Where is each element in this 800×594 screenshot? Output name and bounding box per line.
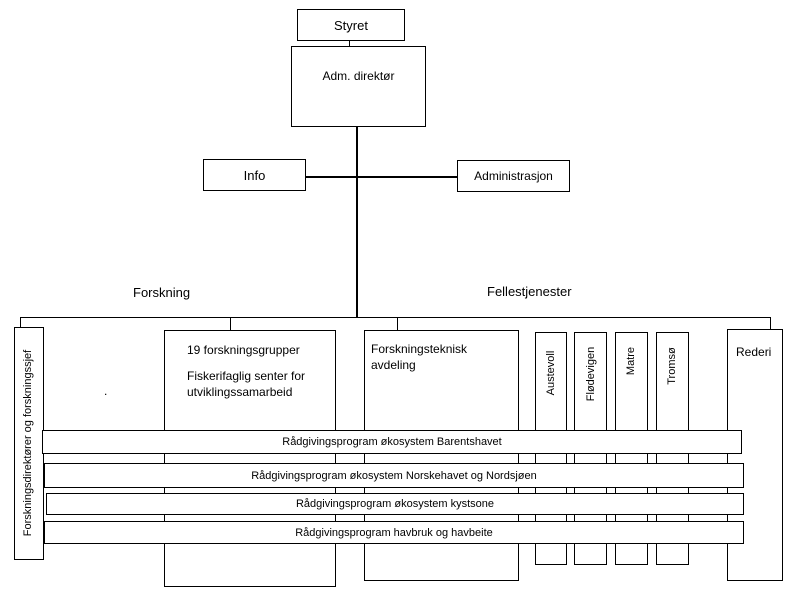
stray-dot: .	[104, 384, 108, 398]
rederi-label: Rederi	[736, 345, 772, 359]
administration-label: Administrasjon	[474, 169, 553, 183]
fisheries-center-label: Fiskerifaglig senter for utviklingssamar…	[187, 369, 306, 399]
technical-dept-label: Forskningsteknisk avdeling	[371, 342, 468, 372]
tromso-label: Tromsø	[666, 347, 678, 385]
program-label: Rådgivingsprogram økosystem kystsone	[295, 498, 495, 510]
research-directors-label: Forskningsdirektører og forskningssjef	[22, 349, 34, 537]
info-box: Info	[203, 159, 306, 191]
section-shared-services-label: Fellestjenester	[487, 284, 572, 299]
program-label: Rådgivingsprogram havbruk og havbeite	[295, 526, 493, 539]
ceo-label: Adm. direktør	[322, 69, 395, 83]
program-label: Rådgivingsprogram økosystem Barentshavet	[282, 436, 502, 448]
program-band: Rådgivingsprogram havbruk og havbeite	[44, 521, 744, 544]
drop-research-directors	[20, 317, 21, 329]
program-band: Rådgivingsprogram økosystem kystsone	[46, 493, 744, 515]
program-band: Rådgivingsprogram økosystem Norskehavet …	[44, 463, 744, 488]
program-label: Rådgivingsprogram økosystem Norskehavet …	[251, 469, 537, 482]
drop-technical-dept	[397, 317, 398, 331]
research-groups-box: 19 forskningsgrupper Fiskerifaglig sente…	[164, 330, 336, 587]
austevoll-label: Austevoll	[545, 350, 557, 396]
connector-board-ceo	[349, 40, 350, 47]
section-research-label: Forskning	[133, 285, 191, 300]
connector-staff-bar	[305, 176, 459, 178]
ceo-box: Adm. direktør	[291, 46, 426, 127]
board-label: Styret	[334, 17, 368, 33]
research-groups-label: 19 forskningsgrupper	[187, 343, 300, 357]
connector-horizontal-bus	[20, 317, 771, 318]
administration-box: Administrasjon	[457, 160, 570, 192]
matre-label: Matre	[625, 346, 637, 376]
flodevigen-label: Flødevigen	[585, 346, 597, 402]
drop-research-groups	[230, 317, 231, 331]
board-box: Styret	[297, 9, 405, 41]
program-band: Rådgivingsprogram økosystem Barentshavet	[42, 430, 742, 454]
drop-rederi	[770, 317, 771, 329]
info-label: Info	[243, 167, 266, 183]
connector-ceo-trunk	[356, 126, 358, 318]
